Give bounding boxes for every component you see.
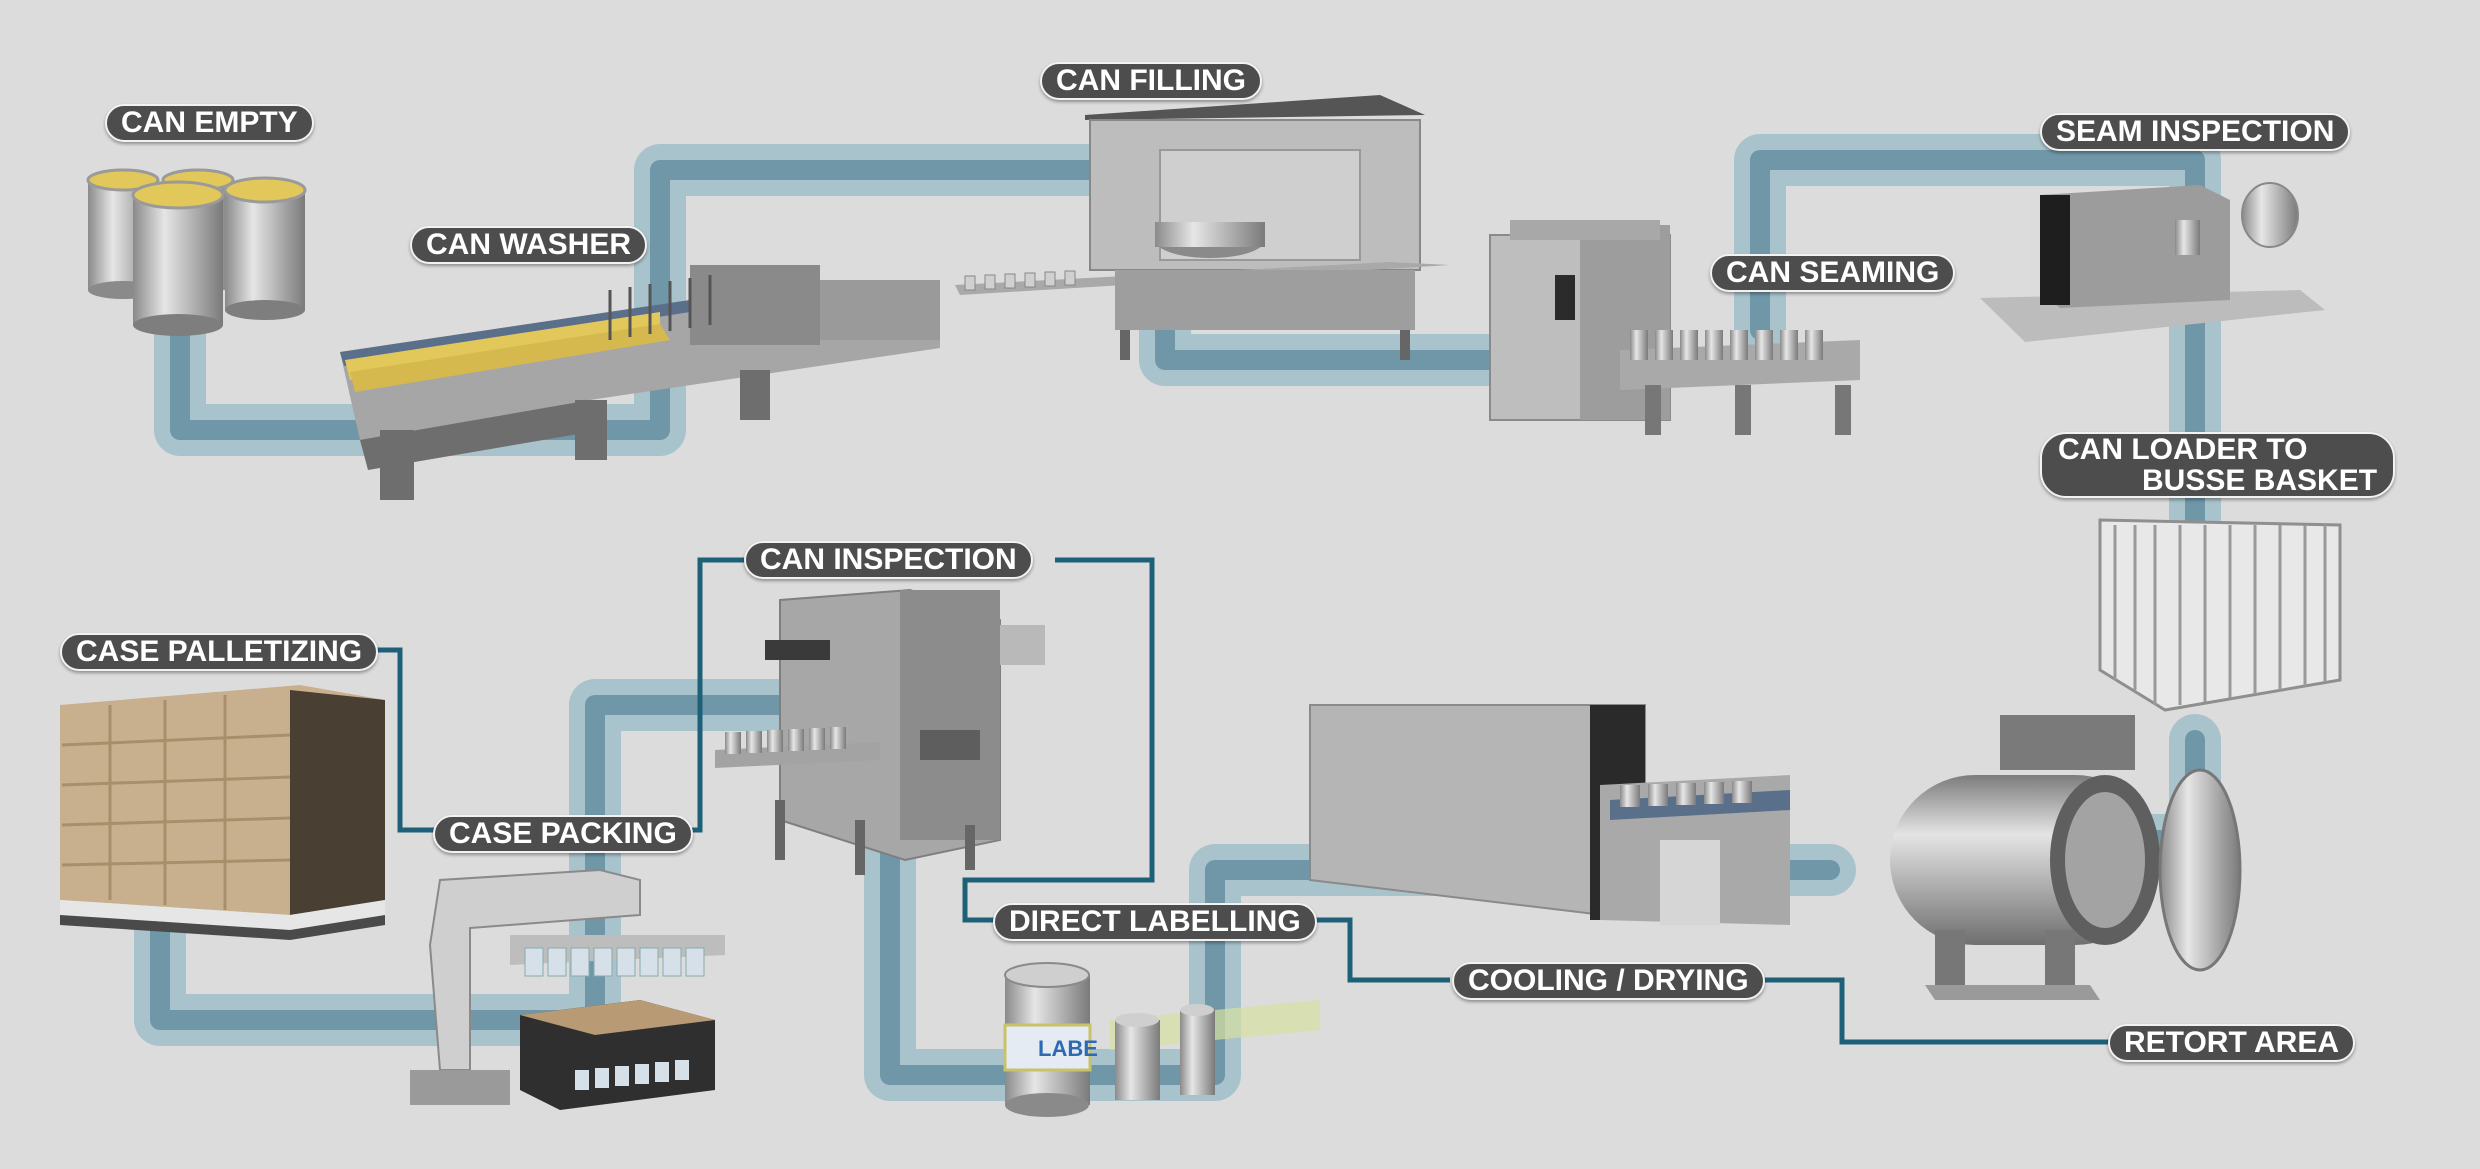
case-packing-robot-icon: [410, 868, 725, 1110]
station-label-case-palletizing: CASE PALLETIZING: [60, 633, 379, 671]
connector-case-palletizing: [360, 647, 440, 833]
station-label-can-loader-line1: CAN LOADER TO: [2058, 433, 2308, 466]
station-label-can-loader: CAN LOADER TO BUSSE BASKET: [2040, 432, 2396, 498]
retort-vessel-icon: [1890, 715, 2242, 1000]
label-connectors: [360, 557, 2110, 1045]
labelling-machine-icon: LABE: [1003, 962, 1320, 1117]
station-label-can-washer: CAN WASHER: [410, 226, 648, 264]
cooling-tunnel-icon: [1309, 704, 1790, 925]
connector-can-inspection: [962, 557, 1155, 923]
connector-cooling-drying: [1760, 977, 2110, 1045]
can-seaming-machine-icon: [1489, 220, 1860, 435]
station-label-seam-inspection: SEAM INSPECTION: [2040, 113, 2351, 151]
busse-basket-icon: [2098, 518, 2342, 712]
can-filling-machine-icon: [955, 95, 1450, 360]
station-label-can-inspection: CAN INSPECTION: [744, 541, 1033, 579]
case-pallet-icon: [60, 685, 385, 940]
station-label-direct-labelling: DIRECT LABELLING: [993, 903, 1317, 941]
empty-cans-icon: [86, 168, 307, 336]
station-label-can-seaming: CAN SEAMING: [1710, 254, 1956, 292]
station-label-case-packing: CASE PACKING: [433, 815, 693, 853]
can-washer-machine-icon: [340, 265, 940, 500]
station-label-cooling-drying: COOLING / DRYING: [1452, 962, 1765, 1000]
station-label-can-empty: CAN EMPTY: [105, 104, 314, 142]
connector-direct-labelling: [1300, 917, 1450, 983]
can-inspection-machine-icon: [715, 588, 1045, 875]
station-label-can-filling: CAN FILLING: [1040, 62, 1262, 100]
station-label-can-loader-line2: BUSSE BASKET: [2142, 464, 2378, 497]
seam-inspection-machine-icon: [1980, 182, 2325, 342]
station-label-retort-area: RETORT AREA: [2108, 1024, 2356, 1062]
flow-core: [150, 150, 2205, 1085]
can-label-text: LABE: [1038, 1036, 1098, 1061]
